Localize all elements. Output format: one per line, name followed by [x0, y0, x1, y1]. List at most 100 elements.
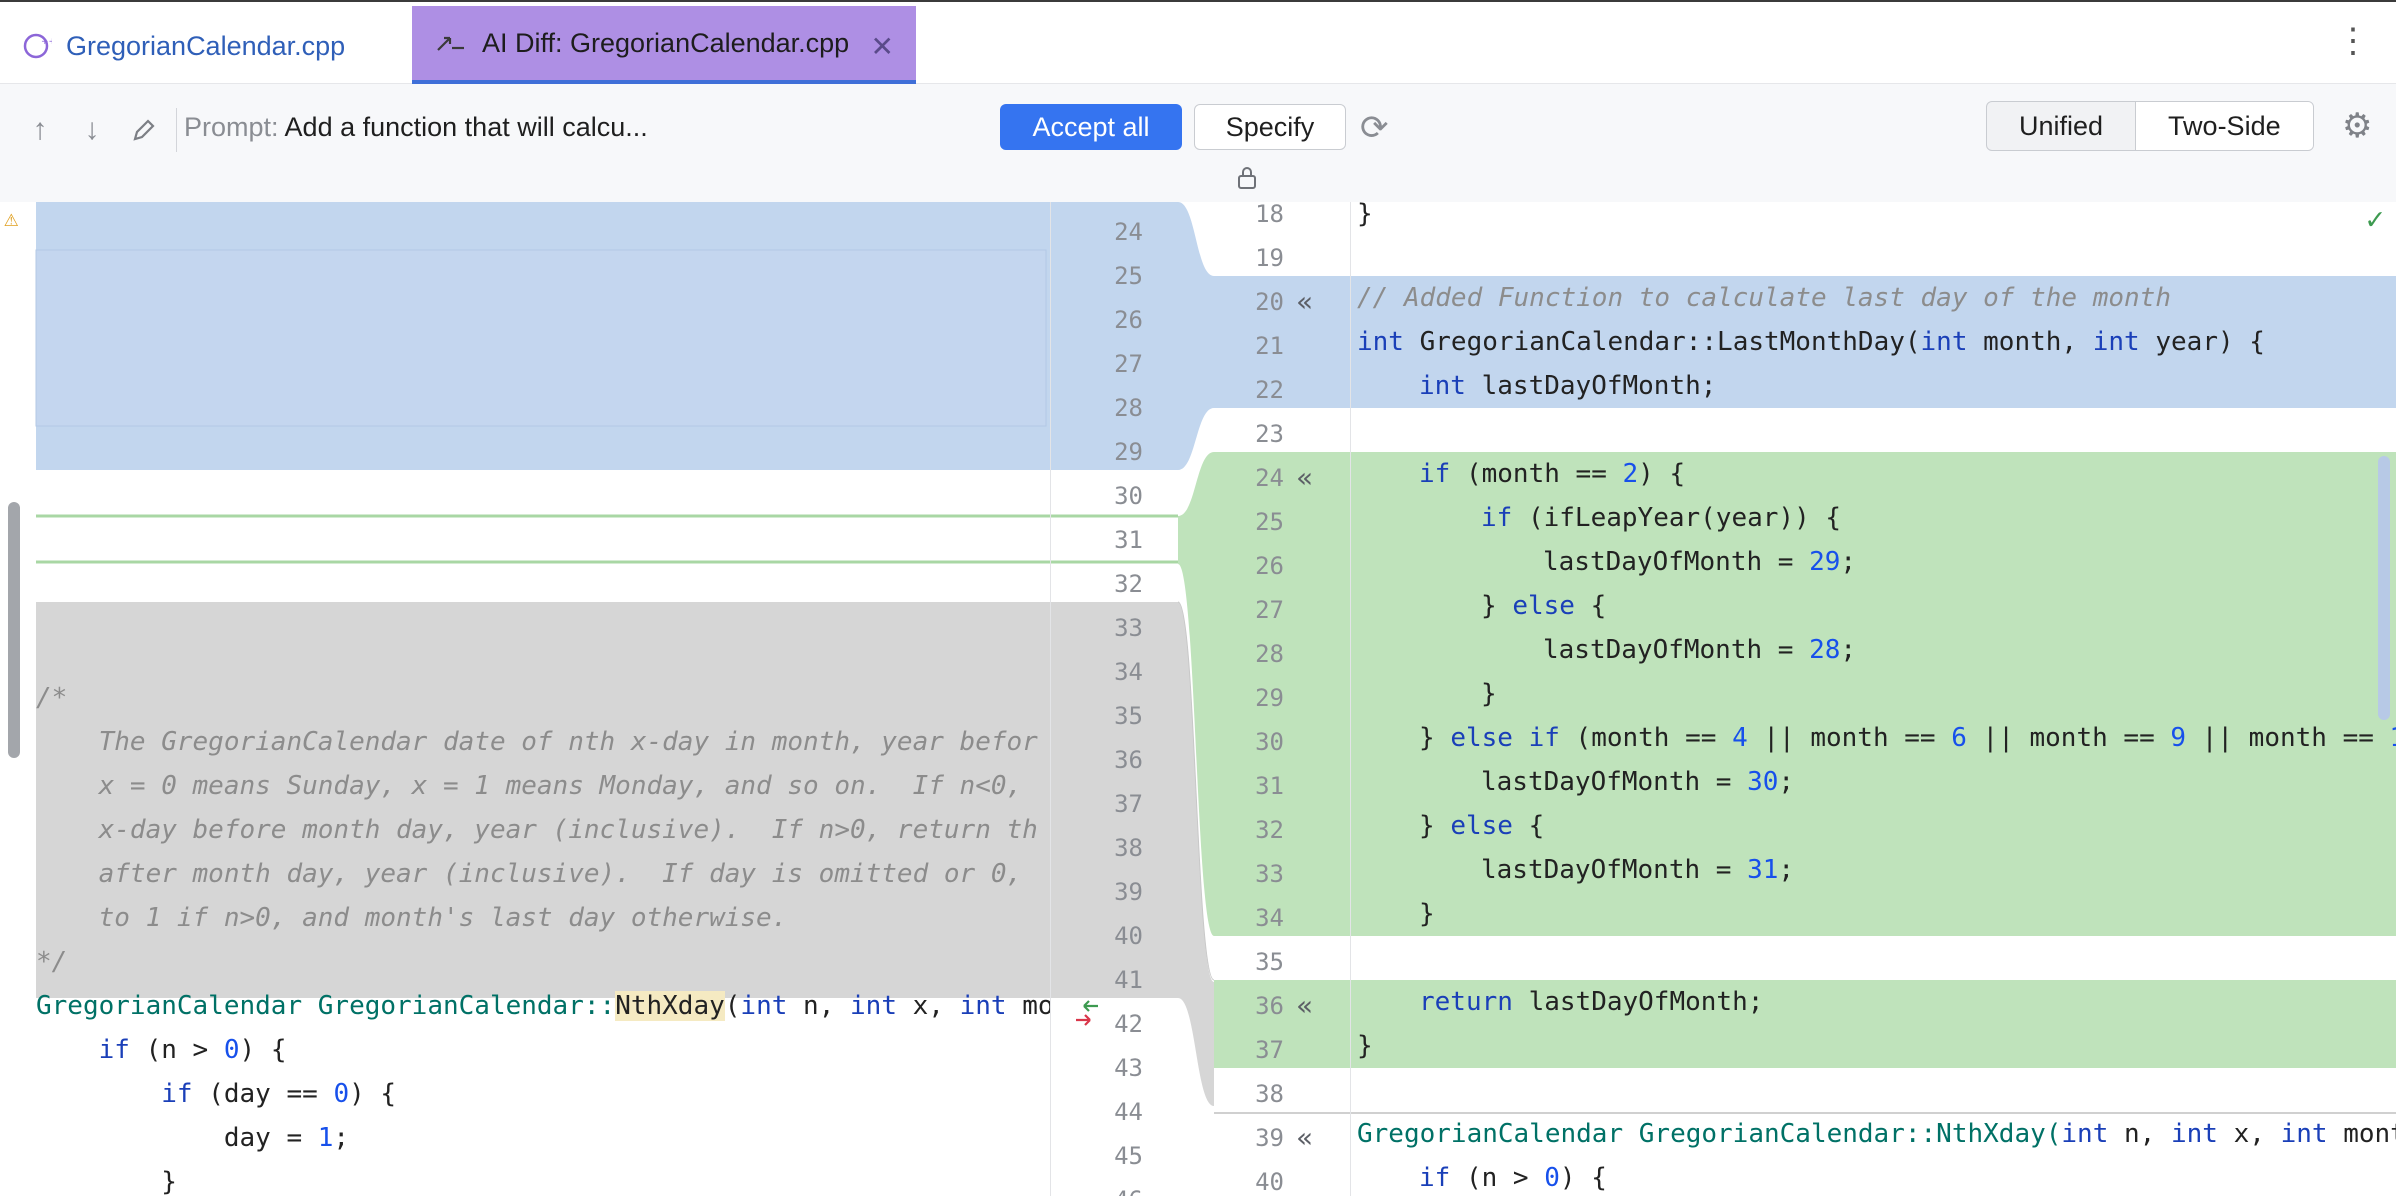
line-number: 35 — [1255, 948, 1284, 976]
line-number: 24 — [1114, 218, 1143, 246]
line-number: 39 — [1255, 1124, 1284, 1152]
tab-label: AI Diff: GregorianCalendar.cpp — [482, 27, 850, 58]
line-number: 40 — [1255, 1168, 1284, 1196]
line-number: 29 — [1114, 438, 1143, 466]
line-number: 28 — [1114, 394, 1143, 422]
line-number: 42 — [1114, 1010, 1143, 1038]
cpp-file-icon: ++ — [22, 31, 52, 61]
edit-pencil-icon[interactable] — [124, 110, 164, 150]
diff-icon — [434, 28, 468, 58]
line-number: 37 — [1255, 1036, 1284, 1064]
line-number: 32 — [1114, 570, 1143, 598]
line-number: 29 — [1255, 684, 1284, 712]
diff-viewer: ⚠ ✓ /* The GregorianCalendar date of nth… — [0, 202, 2396, 1196]
tab-label: GregorianCalendar.cpp — [66, 30, 346, 61]
line-number: 38 — [1114, 834, 1143, 862]
tab-ai-diff[interactable]: AI Diff: GregorianCalendar.cpp ✕ — [412, 6, 916, 86]
close-icon[interactable]: ✕ — [870, 31, 894, 62]
prompt-label: Prompt: — [184, 112, 279, 142]
previous-change-icon[interactable]: ↑ — [32, 113, 48, 146]
line-number: 33 — [1114, 614, 1143, 642]
revert-change-icon[interactable]: « — [1296, 285, 1314, 318]
line-number: 31 — [1255, 772, 1284, 800]
line-number: 24 — [1255, 464, 1284, 492]
diff-connectors — [35, 202, 2396, 1114]
line-number: 33 — [1255, 860, 1284, 888]
code-line: lastDayOfMonth = 29; — [1543, 547, 1857, 577]
line-number: 26 — [1114, 306, 1143, 334]
line-number: 46 — [1051, 1178, 1143, 1196]
line-number: 36 — [1114, 746, 1143, 774]
code-line: lastDayOfMonth = 31; — [1481, 855, 1795, 885]
line-number: 39 — [1114, 878, 1143, 906]
line-number: 36 — [1255, 992, 1284, 1020]
revert-change-icon[interactable]: « — [1296, 989, 1314, 1022]
code-line: } — [1481, 679, 1497, 709]
code-line: day = 1; — [36, 1123, 350, 1153]
line-number: 23 — [1255, 420, 1284, 448]
code-line: } else { — [1481, 591, 1607, 621]
checkmark-icon: ✓ — [2366, 202, 2385, 237]
right-line-numbers: 18 19 20 « 21 22 23 24 « 25 26 27 28 29 30 31 32 33 34 35 36… — [1214, 202, 1350, 1196]
line-number: 26 — [1255, 552, 1284, 580]
code-line: */ — [36, 947, 68, 977]
two-side-view-button[interactable]: Two-Side — [2135, 102, 2313, 150]
line-number: 27 — [1114, 350, 1143, 378]
line-number: 28 — [1255, 640, 1284, 668]
code-line: lastDayOfMonth = 30; — [1481, 767, 1795, 797]
specify-button[interactable]: Specify — [1194, 104, 1346, 150]
line-number: 34 — [1114, 658, 1143, 686]
line-number: 35 — [1114, 702, 1143, 730]
left-scrollbar-thumb[interactable] — [8, 502, 20, 758]
line-number: 31 — [1114, 526, 1143, 554]
line-number: 34 — [1255, 904, 1284, 932]
left-editor-pane[interactable]: /* The GregorianCalendar date of nth x-d… — [36, 202, 1050, 1196]
more-vertical-icon[interactable]: ⋮ — [2336, 22, 2370, 60]
next-change-icon[interactable]: ↓ — [84, 113, 100, 146]
code-line: int lastDayOfMonth; — [1419, 371, 1717, 401]
code-line: } — [1419, 899, 1435, 929]
code-line: /* — [36, 683, 68, 713]
line-number: 20 — [1255, 288, 1284, 316]
code-line: x-day before month day, year (inclusive)… — [36, 815, 1038, 845]
code-line: } — [1357, 1031, 1373, 1061]
prompt-text[interactable]: Prompt: Add a function that will calcu..… — [184, 112, 648, 143]
code-line: } else if (month == 4 || month == 6 || m… — [1419, 723, 2396, 753]
code-line: The GregorianCalendar date of nth x-day … — [36, 727, 1038, 757]
tab-gregoriancalendar-cpp[interactable]: ++ GregorianCalendar.cpp — [22, 6, 345, 86]
lock-icon[interactable] — [1236, 166, 1258, 196]
line-number: 27 — [1255, 596, 1284, 624]
toolbar-separator — [176, 108, 177, 152]
unified-view-button[interactable]: Unified — [2019, 110, 2104, 141]
code-line: x = 0 means Sunday, x = 1 means Monday, … — [36, 771, 1023, 801]
warning-icon[interactable]: ⚠ — [4, 204, 19, 232]
line-number: 19 — [1255, 244, 1284, 272]
gear-icon[interactable]: ⚙ — [2342, 107, 2373, 145]
line-number: 25 — [1255, 508, 1284, 536]
editor-tab-bar: ++ GregorianCalendar.cpp AI Diff: Gregor… — [0, 0, 2396, 86]
right-scrollbar-thumb[interactable] — [2378, 456, 2390, 720]
code-line: GregorianCalendar GregorianCalendar::Nth… — [36, 991, 1050, 1021]
code-line: to 1 if n>0, and month's last day otherw… — [36, 903, 788, 933]
code-line: return lastDayOfMonth; — [1419, 987, 1764, 1017]
refresh-icon[interactable]: ⟳ — [1360, 109, 1389, 147]
line-number: 22 — [1255, 376, 1284, 404]
line-number: 30 — [1255, 728, 1284, 756]
code-line: after month day, year (inclusive). If da… — [36, 859, 1023, 889]
line-number: 21 — [1255, 332, 1284, 360]
code-line: if (n > 0) { — [98, 1035, 287, 1065]
revert-change-icon[interactable]: « — [1296, 1121, 1314, 1154]
code-line: int GregorianCalendar::LastMonthDay(int … — [1357, 327, 2265, 357]
accept-all-button[interactable]: Accept all — [1000, 104, 1182, 150]
code-line: if (ifLeapYear(year)) { — [1481, 503, 1842, 533]
right-editor-pane[interactable]: } // Added Function to calculate last da… — [1350, 202, 2396, 1196]
line-number: 44 — [1114, 1098, 1143, 1126]
revert-change-icon[interactable]: « — [1296, 461, 1314, 494]
line-number: 18 — [1255, 202, 1284, 228]
apply-change-icon[interactable] — [1072, 998, 1102, 1034]
prompt-value: Add a function that will calcu... — [284, 112, 648, 142]
svg-text:++: ++ — [41, 37, 52, 47]
line-number: 32 — [1255, 816, 1284, 844]
code-line: GregorianCalendar GregorianCalendar::Nth… — [1357, 1119, 2396, 1149]
